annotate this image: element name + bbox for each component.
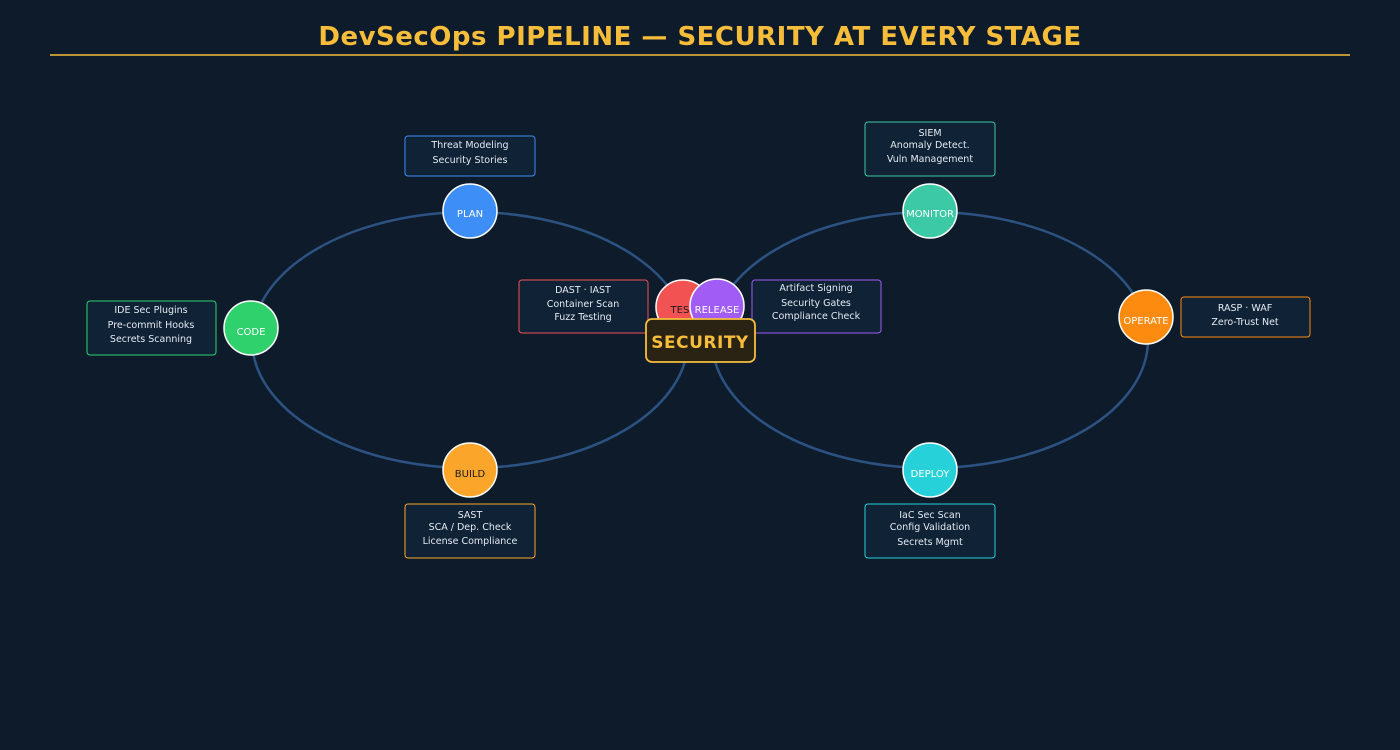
practice-item: Fuzz Testing [554, 312, 611, 323]
stage-label: RELEASE [695, 305, 740, 316]
stage-plan: Threat Modeling Security Stories PLAN [404, 135, 536, 239]
practice-item: RASP · WAF [1218, 303, 1272, 314]
operate-node [1118, 289, 1174, 345]
stage-operate: OPERATE RASP · WAF Zero-Trust Net [1118, 289, 1311, 345]
practice-item: SIEM [918, 128, 941, 139]
stage-label: OPERATE [1123, 316, 1168, 327]
plan-node [442, 183, 498, 239]
practice-item: Security Stories [433, 155, 508, 166]
security-label: SECURITY [651, 333, 749, 353]
security-core: SECURITY [645, 318, 756, 363]
practice-item: DAST · IAST [555, 285, 611, 296]
stage-label: CODE [237, 327, 266, 338]
practice-item: Anomaly Detect. [890, 140, 969, 151]
stage-label: DEPLOY [911, 469, 951, 480]
code-practices-box [86, 300, 217, 356]
practice-item: SCA / Dep. Check [429, 522, 512, 533]
deploy-node [902, 442, 958, 498]
monitor-node [902, 183, 958, 239]
practice-item: IDE Sec Plugins [114, 305, 187, 316]
monitor-practices-box [864, 121, 996, 177]
plan-practices-box [404, 135, 536, 177]
test-practices-box [518, 279, 649, 334]
practice-item: IaC Sec Scan [899, 510, 961, 521]
stage-build: BUILD SAST SCA / Dep. Check License Comp… [404, 442, 536, 559]
diagram-title: DevSecOps PIPELINE — SECURITY AT EVERY S… [318, 22, 1081, 52]
practice-item: Threat Modeling [430, 140, 508, 151]
stage-label: TEST [670, 305, 697, 316]
practice-item: Compliance Check [772, 311, 861, 322]
practice-item: Zero-Trust Net [1211, 317, 1279, 328]
practice-item: Artifact Signing [779, 283, 852, 294]
code-node [223, 300, 279, 356]
stage-label: MONITOR [906, 209, 954, 220]
practice-item: Secrets Mgmt [897, 537, 963, 548]
practice-item: Pre-commit Hooks [108, 320, 195, 331]
stage-monitor: SIEM Anomaly Detect. Vuln Management MON… [864, 121, 996, 239]
practice-item: Security Gates [781, 298, 851, 309]
stage-deploy: DEPLOY IaC Sec Scan Config Validation Se… [864, 442, 996, 559]
stage-label: PLAN [457, 209, 483, 220]
build-practices-box [404, 503, 536, 559]
practice-item: Secrets Scanning [110, 334, 192, 345]
release-practices-box [751, 279, 882, 334]
practice-item: Config Validation [890, 522, 970, 533]
practice-item: SAST [458, 510, 483, 521]
practice-item: Vuln Management [887, 154, 973, 165]
build-node [442, 442, 498, 498]
security-badge [645, 318, 756, 363]
stage-code: IDE Sec Plugins Pre-commit Hooks Secrets… [86, 300, 279, 356]
operate-practices-box [1180, 296, 1311, 338]
practice-item: License Compliance [423, 536, 518, 547]
stage-label: BUILD [455, 469, 486, 480]
practice-item: Container Scan [547, 299, 620, 310]
deploy-practices-box [864, 503, 996, 559]
